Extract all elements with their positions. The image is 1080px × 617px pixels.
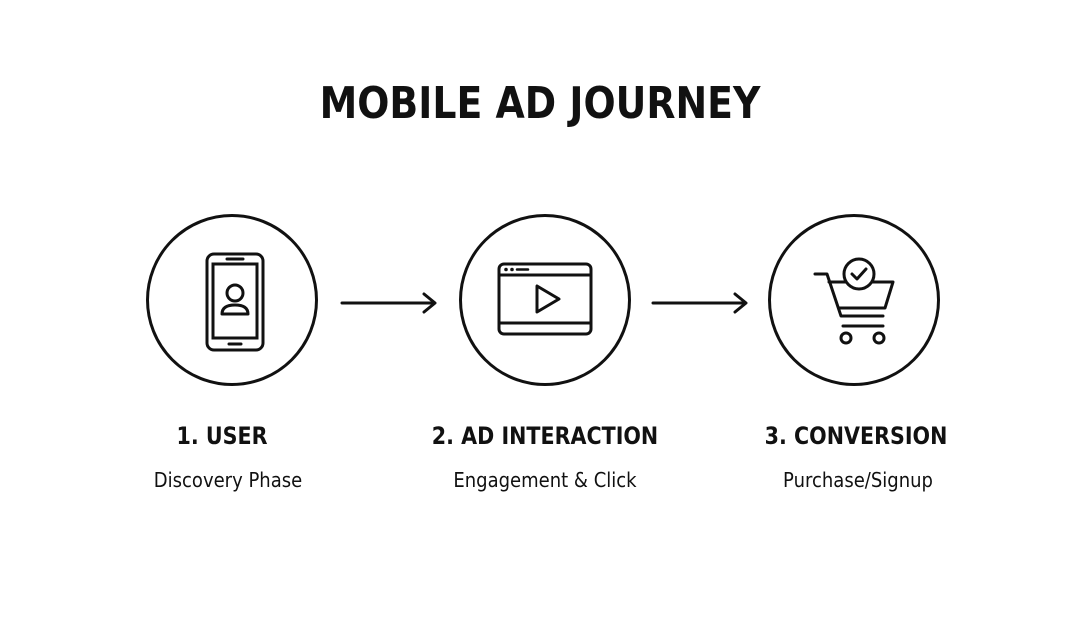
step-subtitle-user: Discovery Phase xyxy=(153,468,303,492)
arrow-right-icon xyxy=(340,292,437,314)
step-circle-user xyxy=(146,214,318,386)
page-title: MOBILE AD JOURNEY xyxy=(319,78,761,129)
step-title-user: 1. USER xyxy=(176,422,268,450)
step-title-conversion: 3. CONVERSION xyxy=(764,422,948,450)
step-circle-ad-interaction xyxy=(459,214,631,386)
step-subtitle-conversion: Purchase/Signup xyxy=(783,468,933,492)
step-circle-conversion xyxy=(768,214,940,386)
step-subtitle-ad-interaction: Engagement & Click xyxy=(453,468,637,492)
smartphone-user-icon xyxy=(205,252,265,352)
video-play-icon xyxy=(497,262,593,336)
shopping-cart-check-icon xyxy=(813,257,895,345)
step-title-ad-interaction: 2. AD INTERACTION xyxy=(431,422,659,450)
arrow-right-icon xyxy=(651,292,748,314)
